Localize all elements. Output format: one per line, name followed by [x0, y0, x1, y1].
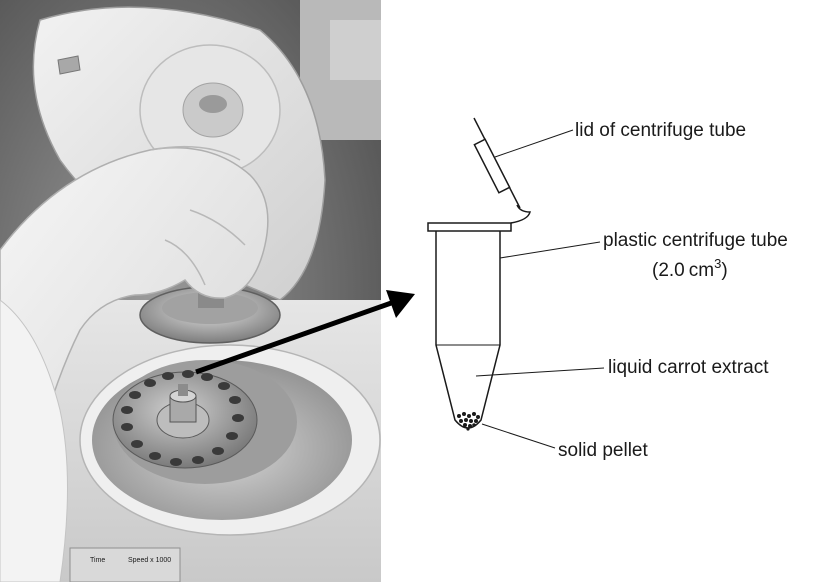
panel-time-label: Time: [90, 557, 105, 564]
rotor-spindle: [156, 384, 210, 439]
leader-lid: [494, 129, 574, 158]
volume-close: ): [721, 260, 727, 281]
label-lid: lid of centrifuge tube: [575, 120, 746, 141]
leader-tube: [499, 241, 601, 259]
label-tube: plastic centrifuge tube: [603, 230, 788, 251]
centrifuge-photo: Time Speed x 1000: [0, 0, 381, 582]
volume-unit: cm: [689, 260, 714, 281]
gloved-hand: [0, 145, 269, 582]
centrifuge-tube-diagram: [427, 117, 531, 429]
solid-pellet: [457, 412, 480, 431]
rotor-holes: [121, 370, 244, 466]
pointer-arrow: [195, 290, 415, 375]
tube-lid-cap: [473, 138, 511, 194]
tube-rim: [427, 222, 512, 232]
label-pellet: solid pellet: [558, 440, 648, 461]
volume-power: 3: [714, 256, 721, 271]
leader-liquid: [475, 367, 605, 377]
leader-pellet: [481, 423, 556, 449]
panel-speed-label: Speed x 1000: [128, 557, 171, 564]
control-panel: Time Speed x 1000: [69, 547, 181, 582]
tube-body: [435, 231, 501, 429]
leader-lines: [475, 129, 605, 449]
label-liquid: liquid carrot extract: [608, 357, 769, 378]
volume-value: (2.0: [652, 260, 685, 281]
tube-hinge: [510, 204, 531, 224]
